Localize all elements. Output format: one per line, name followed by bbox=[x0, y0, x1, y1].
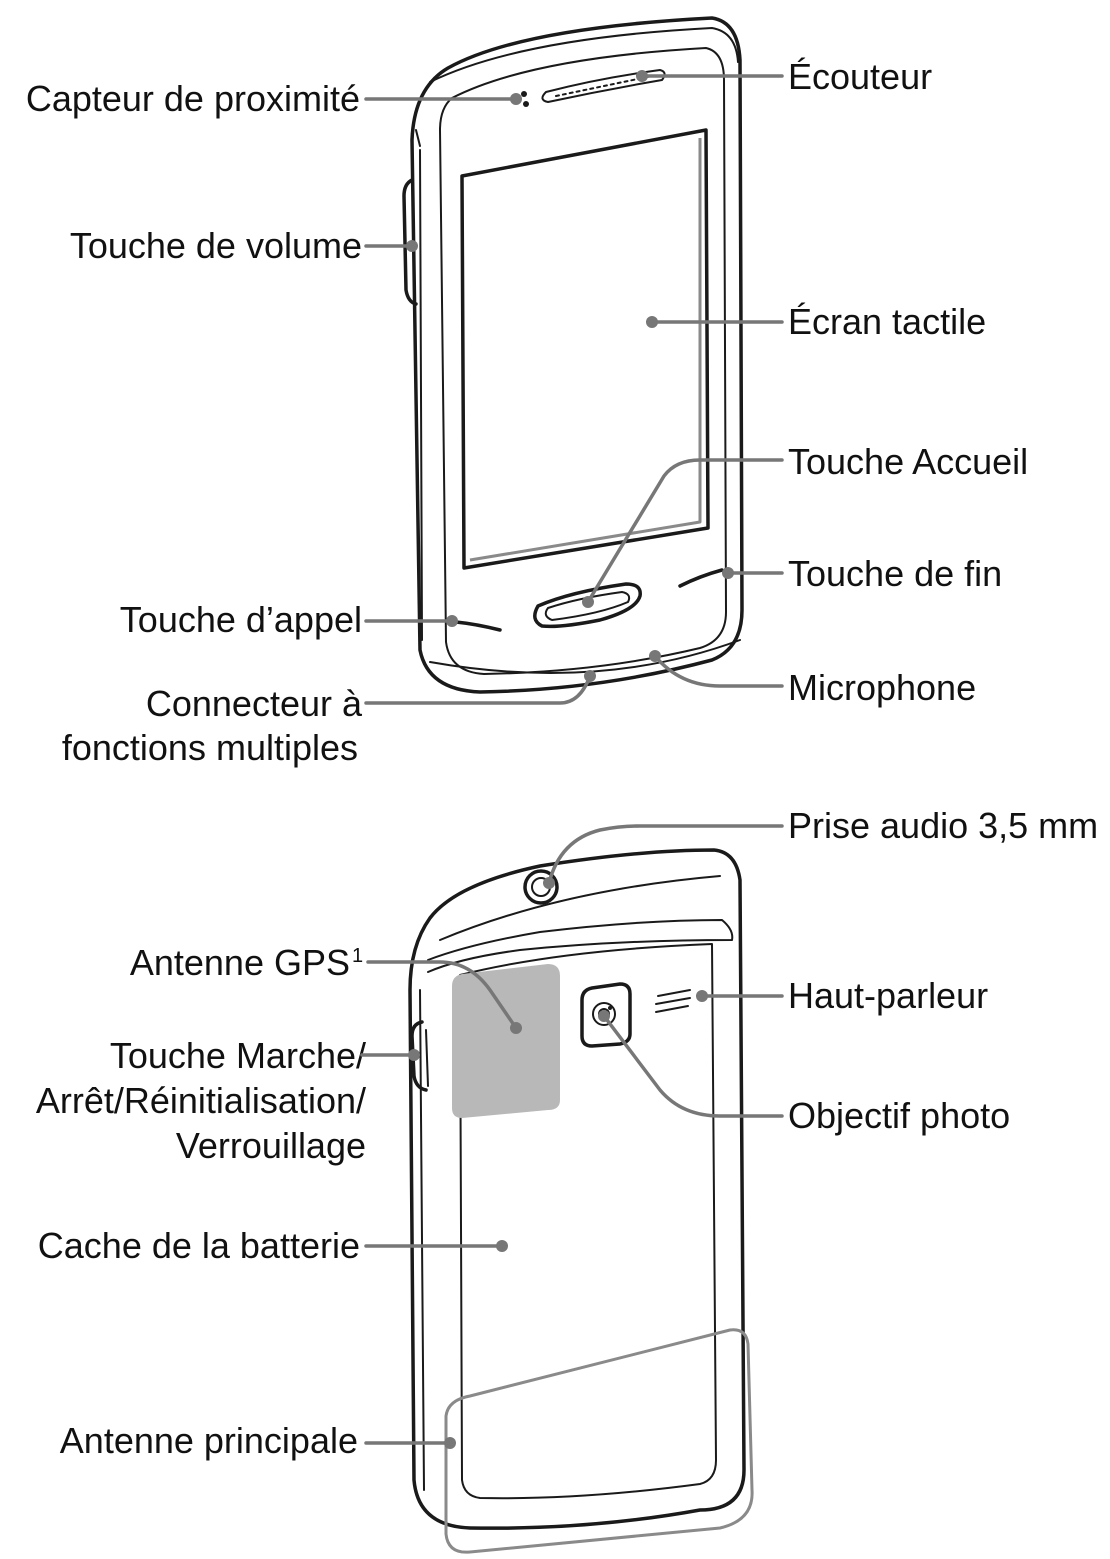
point-end-key bbox=[722, 567, 734, 579]
label-multifunction-connector-line1: Connecteur à bbox=[146, 683, 363, 724]
leader-gps-antenna bbox=[366, 960, 518, 1030]
point-speaker bbox=[696, 990, 708, 1002]
label-home-key: Touche Accueil bbox=[788, 441, 1028, 482]
label-gps-antenna-text: Antenne GPS bbox=[130, 942, 350, 983]
label-multifunction-connector-line2: fonctions multiples bbox=[62, 727, 358, 768]
label-volume-key: Touche de volume bbox=[70, 225, 362, 266]
point-volume-key bbox=[406, 240, 418, 252]
label-microphone: Microphone bbox=[788, 667, 976, 708]
label-proximity-sensor: Capteur de proximité bbox=[26, 78, 360, 119]
label-power-key-line1: Touche Marche/ bbox=[110, 1035, 366, 1076]
point-microphone bbox=[649, 650, 661, 662]
label-power-key-line2: Arrêt/Réinitialisation/ bbox=[36, 1080, 366, 1121]
point-earpiece bbox=[636, 70, 648, 82]
leader-home-key bbox=[586, 458, 784, 604]
point-main-antenna bbox=[444, 1437, 456, 1449]
label-audio-jack: Prise audio 3,5 mm bbox=[788, 805, 1098, 846]
point-battery-cover bbox=[496, 1240, 508, 1252]
point-multifunction-connector bbox=[584, 670, 596, 682]
label-main-antenna: Antenne principale bbox=[60, 1420, 358, 1461]
label-touch-screen: Écran tactile bbox=[788, 301, 986, 342]
label-battery-cover: Cache de la batterie bbox=[38, 1225, 360, 1266]
leader-camera-lens bbox=[602, 1014, 784, 1118]
label-power-key-line3: Verrouillage bbox=[176, 1125, 366, 1166]
label-camera-lens: Objectif photo bbox=[788, 1095, 1010, 1136]
point-power-key bbox=[408, 1049, 420, 1061]
point-audio-jack bbox=[543, 877, 555, 889]
point-gps-antenna bbox=[510, 1022, 522, 1034]
point-camera-lens bbox=[598, 1010, 610, 1022]
label-gps-antenna: Antenne GPS bbox=[130, 942, 350, 983]
label-call-key: Touche d’appel bbox=[120, 599, 362, 640]
point-touch-screen bbox=[646, 316, 658, 328]
label-end-key: Touche de fin bbox=[788, 553, 1002, 594]
phone-back-drawing bbox=[408, 848, 754, 1554]
phone-front-drawing bbox=[402, 16, 744, 694]
leader-microphone bbox=[653, 654, 784, 688]
point-home-key bbox=[582, 596, 594, 608]
point-call-key bbox=[446, 615, 458, 627]
label-earpiece: Écouteur bbox=[788, 56, 932, 97]
gps-area bbox=[452, 964, 560, 1118]
point-proximity-sensor bbox=[510, 93, 522, 105]
label-gps-antenna-footnote: 1 bbox=[352, 945, 363, 967]
label-speaker: Haut-parleur bbox=[788, 975, 988, 1016]
leader-audio-jack bbox=[547, 824, 784, 885]
